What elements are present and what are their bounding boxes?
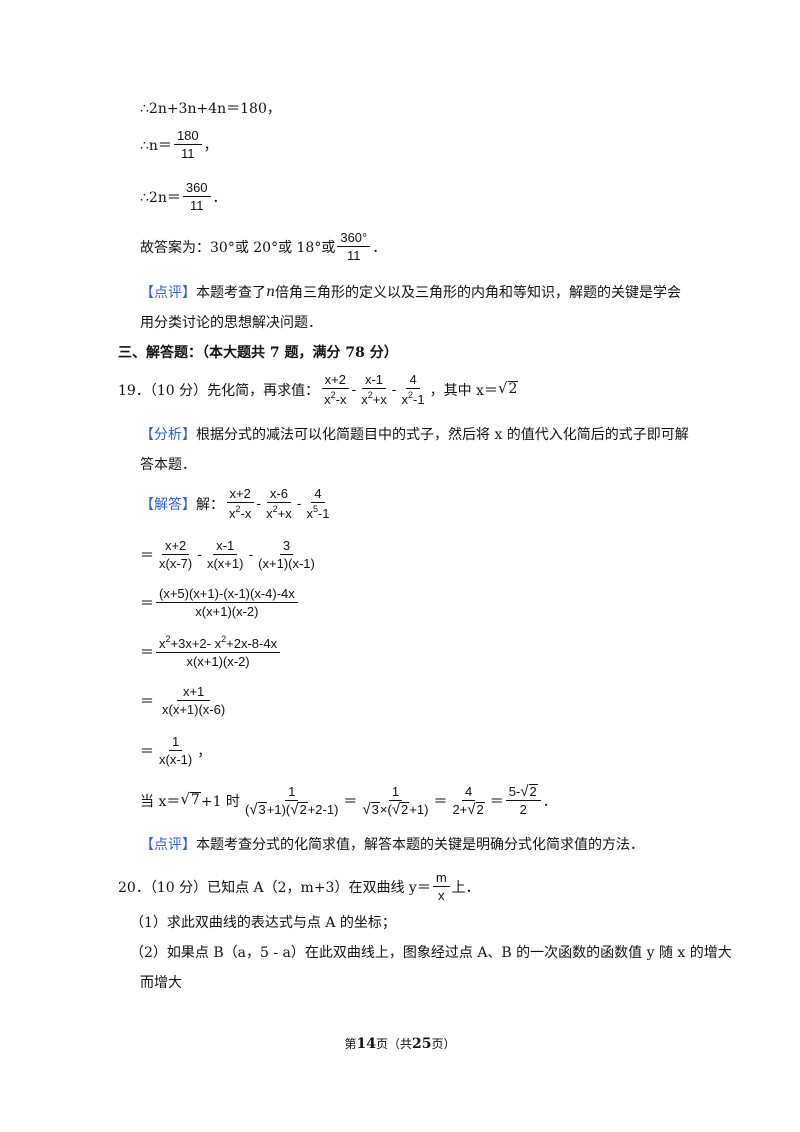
review-tag: 【点评】 — [140, 285, 196, 301]
final-evaluation: 当 x＝ √7 +1 时 1(√3+1)(√2+2-1) ＝ 1√3×(√2+1… — [140, 783, 557, 818]
review-18-line1: 【点评】 本题考查了 n 倍角三角形的定义以及三角形的内角和等知识，解题的关键是… — [140, 284, 682, 301]
q20-part1: （1）求此双曲线的表达式与点 A 的坐标； — [130, 915, 396, 931]
analysis-19-line2: 答本题． — [140, 457, 196, 473]
analysis-tag: 【分析】 — [140, 427, 196, 443]
eq-sum-180: ∴2n+3n+4n＝180， — [140, 101, 281, 117]
page-footer: 第14页（共25页） — [344, 1036, 456, 1052]
analysis-19-line1: 【分析】根据分式的减法可以化简题目中的式子，然后将 x 的值代入化简后的式子即可… — [140, 424, 689, 444]
review-18-line2: 用分类讨论的思想解决问题． — [140, 315, 322, 331]
review-tag: 【点评】 — [140, 837, 196, 853]
sqrt-2: √2 — [497, 379, 519, 398]
q20-part2: （2）如果点 B（a，5 - a）在此双曲线上，图象经过点 A、B 的一次函数的… — [130, 945, 732, 961]
review-19: 【点评】本题考查分式的化简求值，解答本题的关键是明确分式化简求值的方法． — [140, 834, 644, 854]
q20-part2-cont: 而增大 — [140, 975, 182, 991]
answer-line: 故答案为：30°或 20°或 18°或 360°11 ． — [140, 230, 387, 263]
solution-tag: 【解答】 — [140, 496, 196, 513]
section-heading: 三、解答题：（本大题共 7 题，满分 78 分） — [118, 345, 398, 361]
